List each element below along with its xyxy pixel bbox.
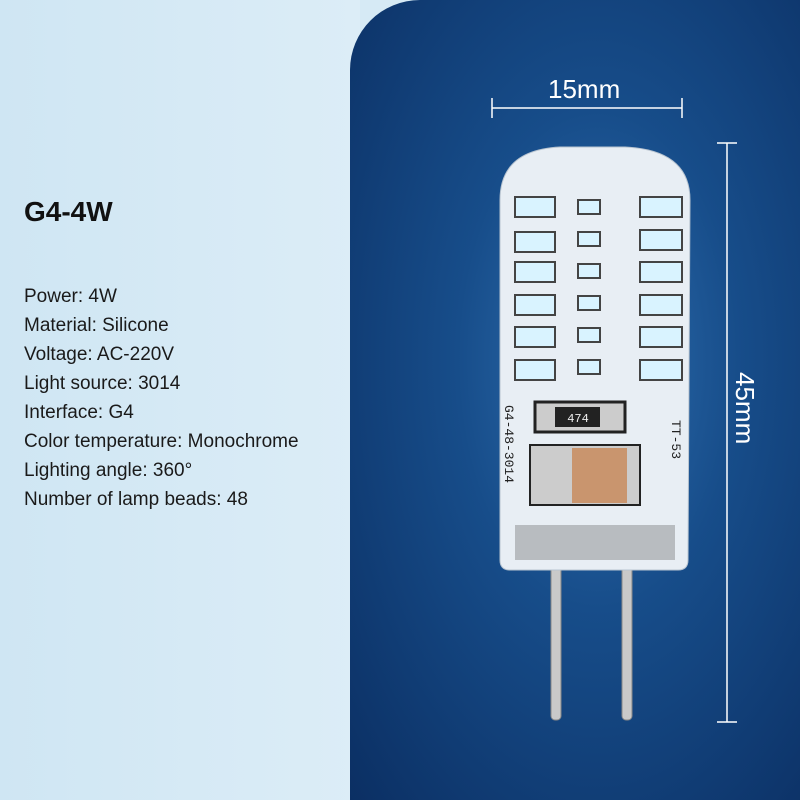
- board-code: TT-53: [668, 420, 683, 459]
- solder-base: [515, 525, 675, 560]
- spec-material: Material: Silicone: [24, 315, 169, 336]
- spec-power: Power: 4W: [24, 286, 117, 307]
- spec-light-source: Light source: 3014: [24, 373, 181, 394]
- left-background: [0, 0, 360, 800]
- spec-list: Power: 4W Material: Silicone Voltage: AC…: [24, 282, 299, 514]
- width-dimension-line: [491, 98, 683, 118]
- board-marking: G4-48-3014: [501, 405, 516, 483]
- led-beads: [514, 196, 683, 381]
- spec-lighting-angle: Lighting angle: 360°: [24, 460, 193, 481]
- height-label: 45mm: [730, 372, 760, 445]
- spec-color-temperature: Color temperature: Monochrome: [24, 431, 299, 452]
- spec-interface: Interface: G4: [24, 402, 134, 423]
- capacitor: [572, 448, 627, 503]
- height-dimension-line: [717, 142, 737, 723]
- resistor-marking: 474: [567, 412, 589, 426]
- spec-voltage: Voltage: AC-220V: [24, 344, 174, 365]
- product-title: G4-4W: [24, 196, 113, 227]
- spec-lamp-beads: Number of lamp beads: 48: [24, 489, 248, 510]
- bulb-pins: [550, 559, 633, 721]
- width-label: 15mm: [548, 74, 621, 104]
